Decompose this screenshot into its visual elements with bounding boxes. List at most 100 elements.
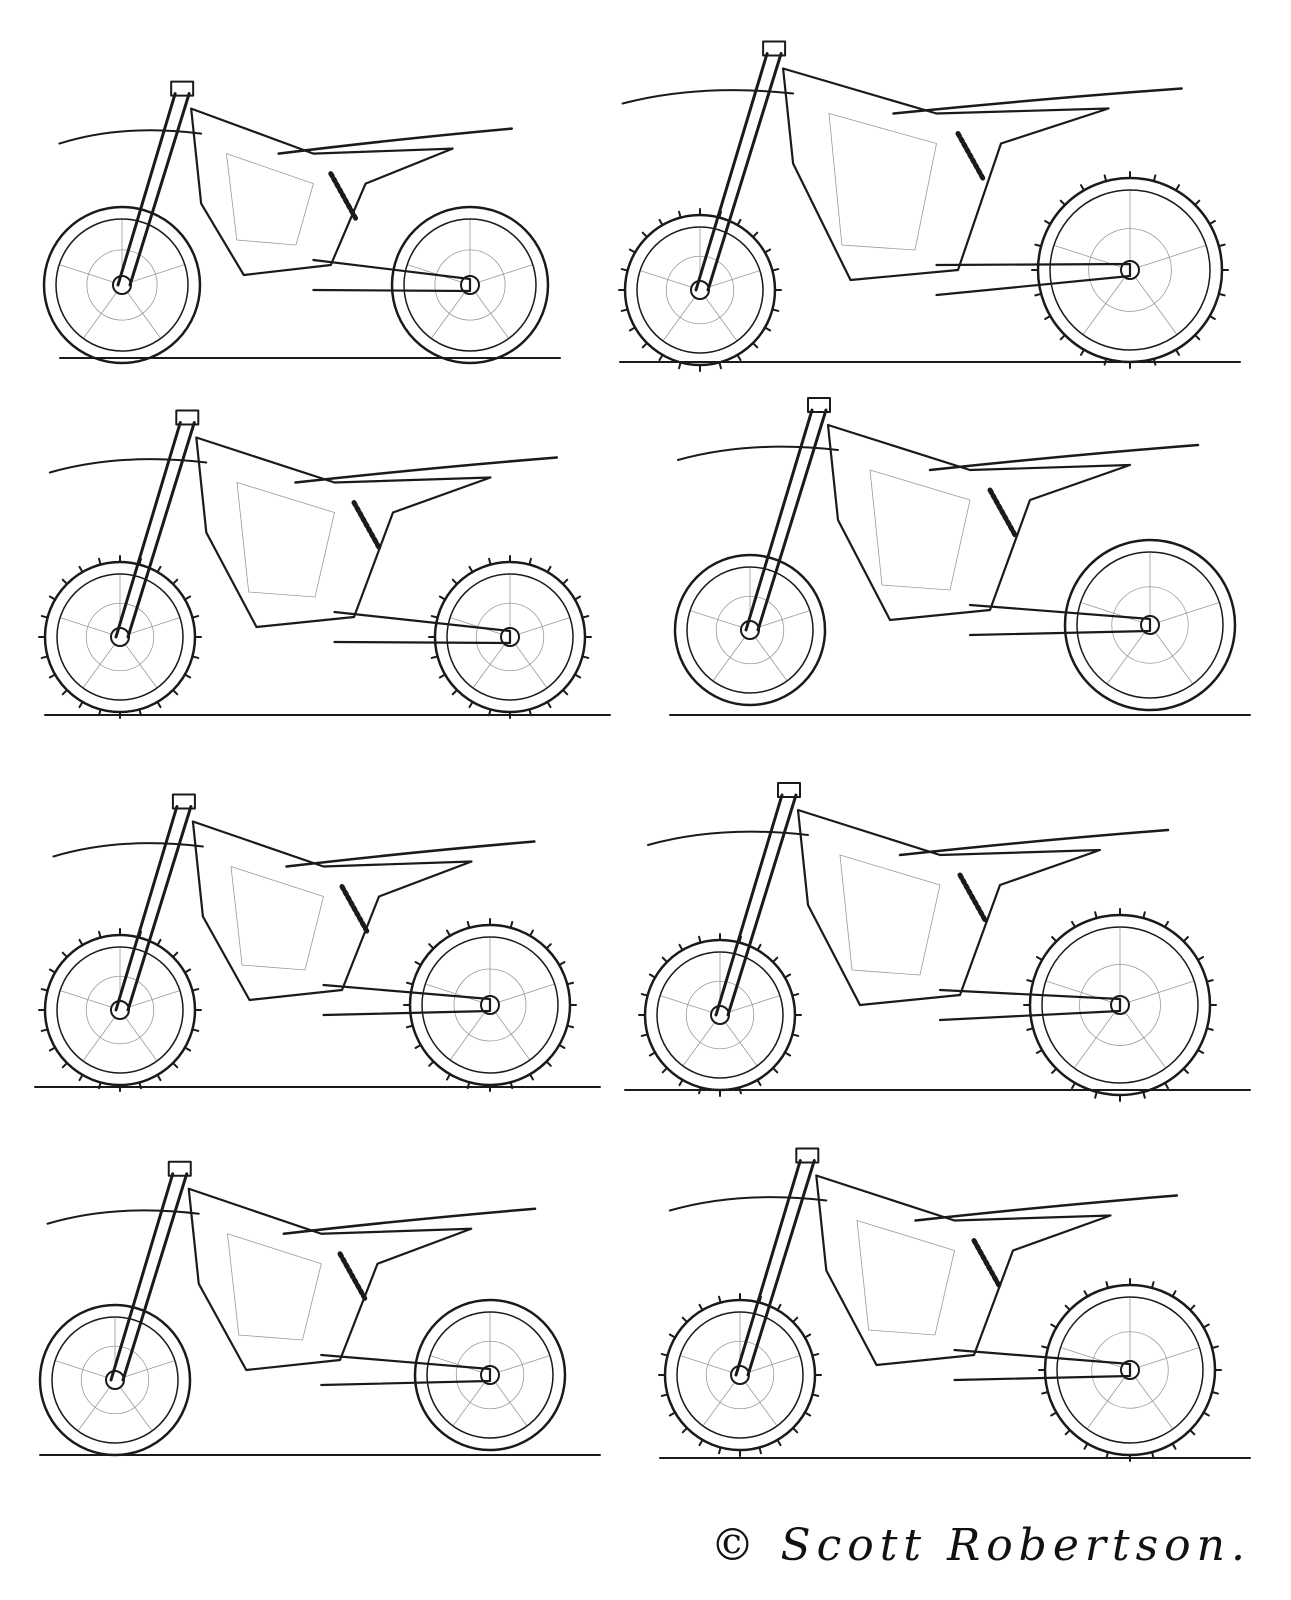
- tire-knob: [803, 1411, 812, 1417]
- tire-knob: [783, 1051, 792, 1057]
- spoke: [703, 1382, 735, 1426]
- handlebar-clamp: [762, 40, 787, 57]
- tire-knob: [183, 673, 192, 679]
- hub: [480, 995, 500, 1015]
- tire-knob: [772, 956, 779, 963]
- seat-tail: [898, 828, 1170, 857]
- tire-knob: [172, 578, 179, 585]
- tire-knob: [78, 700, 84, 709]
- tire: [413, 1298, 567, 1452]
- rear-shock: [328, 171, 359, 222]
- spoke: [1135, 277, 1177, 335]
- battery-pack: [230, 865, 324, 971]
- motorcycle-sketch-3: [38, 409, 611, 719]
- tire-knob: [1164, 1081, 1169, 1090]
- tire-knob: [763, 326, 772, 332]
- spoke: [453, 1382, 485, 1426]
- battery-pack: [225, 153, 314, 246]
- tire-knob: [1217, 243, 1226, 248]
- spoke: [1083, 277, 1125, 335]
- front-fork: [694, 52, 783, 292]
- spoke: [713, 637, 745, 681]
- spoke: [495, 1382, 527, 1426]
- tire-knob: [1051, 936, 1058, 943]
- hub: [105, 1370, 125, 1390]
- tire-knob: [430, 655, 439, 659]
- tire-knob: [1175, 184, 1180, 192]
- tire-knob: [661, 956, 668, 963]
- rim: [56, 946, 184, 1074]
- tire-knob: [558, 1044, 566, 1049]
- hub: [710, 1005, 730, 1025]
- hub: [1110, 995, 1130, 1015]
- spoke: [1074, 1012, 1115, 1068]
- tire-knob: [772, 1067, 779, 1074]
- tire-knob: [414, 961, 422, 966]
- tire-knob: [98, 930, 102, 939]
- front-fender: [48, 458, 208, 474]
- spoke: [1081, 602, 1141, 623]
- tire-knob: [1211, 1390, 1219, 1395]
- frame-body: [190, 107, 454, 277]
- motorcycle-sketch-8: [658, 1147, 1251, 1462]
- battery-pack: [869, 469, 971, 591]
- spoke: [499, 1355, 550, 1373]
- tire-knob: [771, 268, 780, 272]
- spoke: [640, 270, 691, 288]
- front-fork: [114, 421, 196, 639]
- tire-knob: [792, 1316, 799, 1323]
- front-fender: [621, 89, 795, 105]
- tire-knob: [791, 993, 800, 997]
- spoke: [125, 644, 157, 688]
- motorcycle-sketch-2: [618, 40, 1241, 372]
- battery-pack: [236, 481, 335, 598]
- tire-knob: [78, 1073, 84, 1082]
- tire-knob: [776, 1303, 782, 1312]
- tire-knob: [698, 1303, 704, 1312]
- hub: [690, 280, 710, 300]
- front-fender: [46, 1209, 200, 1225]
- tire-knob: [488, 708, 492, 717]
- tire-knob: [756, 1078, 762, 1087]
- spoke: [55, 1360, 106, 1378]
- tire-knob: [183, 595, 192, 601]
- tire-knob: [1035, 956, 1044, 961]
- tire-knob: [1105, 1451, 1110, 1459]
- tire-knob: [698, 1086, 702, 1095]
- tire-knob: [61, 951, 68, 958]
- tire-knob: [1041, 1390, 1049, 1395]
- tire-knob: [466, 920, 471, 929]
- spoke: [690, 610, 741, 628]
- front-wheel: [638, 933, 802, 1097]
- spoke: [495, 1012, 530, 1060]
- tire-knob: [566, 981, 575, 986]
- spoke: [473, 644, 505, 688]
- spoke: [1159, 602, 1219, 623]
- tire-knob: [172, 689, 179, 696]
- frame-body: [187, 1187, 473, 1372]
- tire-knob: [776, 1438, 782, 1447]
- spoke: [683, 1022, 715, 1066]
- tire: [1063, 538, 1237, 712]
- front-fender: [52, 842, 204, 858]
- tire-knob: [1034, 292, 1043, 297]
- tire-knob: [1182, 1067, 1189, 1074]
- tire-knob: [562, 578, 569, 585]
- tire-knob: [681, 1316, 688, 1323]
- spoke: [125, 1017, 157, 1061]
- spoke: [759, 610, 810, 628]
- tire-knob: [1064, 1429, 1071, 1436]
- front-fender: [668, 1196, 828, 1212]
- tire-knob: [620, 308, 629, 312]
- rear-wheel: [428, 555, 592, 719]
- hub: [1140, 615, 1160, 635]
- tire-knob: [1189, 1429, 1196, 1436]
- battery-pack: [828, 112, 937, 251]
- seat-tail: [892, 87, 1183, 115]
- hub: [730, 1365, 750, 1385]
- tire-knob: [1071, 920, 1076, 929]
- spoke: [83, 1017, 115, 1061]
- tire-knob: [48, 968, 57, 974]
- tire-knob: [172, 1062, 179, 1069]
- tire-knob: [405, 1024, 414, 1029]
